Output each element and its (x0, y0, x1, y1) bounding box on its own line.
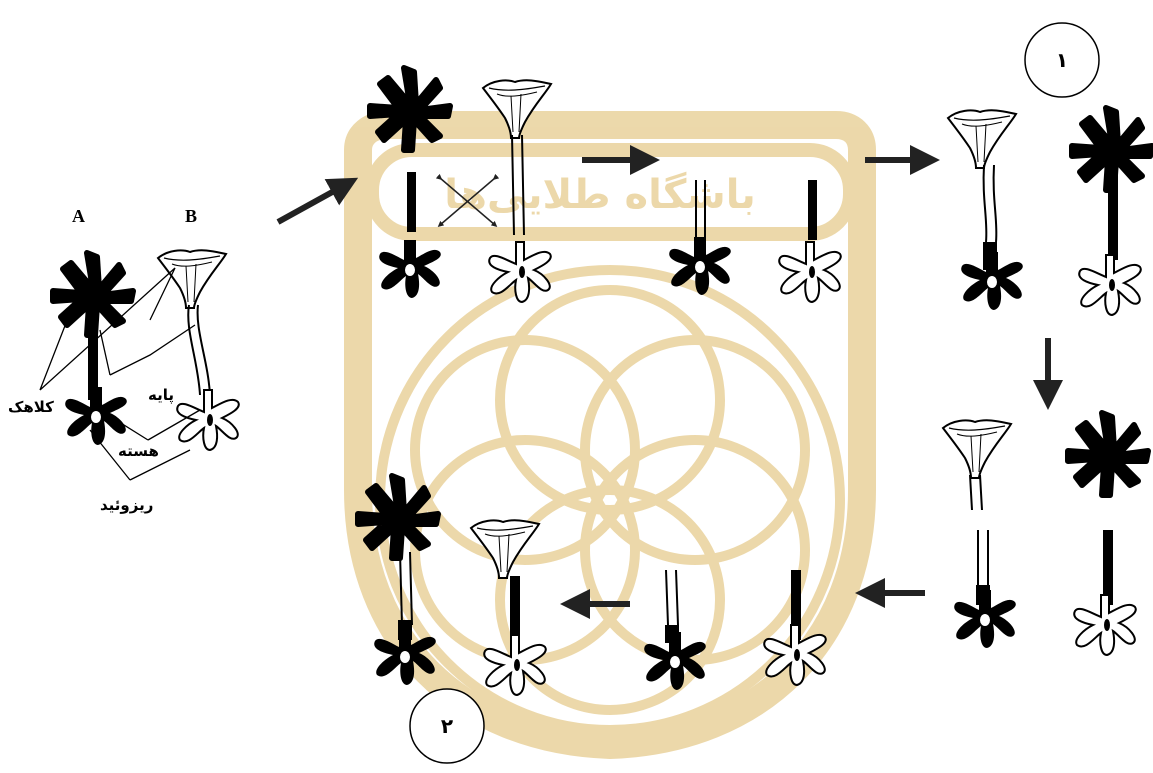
circle-two-number: ۲ (441, 714, 453, 738)
cell-b (158, 250, 239, 450)
label-nucleus: هسته (118, 442, 159, 460)
label-a: A (72, 206, 85, 226)
cell-a (53, 253, 133, 445)
label-cap: کلاهک (8, 398, 54, 416)
label-b: B (185, 206, 197, 226)
label-rhizoid: ریزوئید (100, 496, 153, 514)
second-graft-pieces (644, 570, 826, 690)
regenerated-cells (943, 413, 1148, 655)
circle-one: ۱ (1025, 23, 1099, 97)
circle-two: ۲ (410, 689, 484, 763)
label-stalk: پایه (148, 386, 174, 405)
circle-one-number: ۱ (1056, 48, 1068, 72)
stage1-cells (948, 108, 1152, 315)
arrow-to-graft (278, 185, 345, 222)
watermark-text: باشگاه طلایی‌ها (444, 171, 755, 218)
